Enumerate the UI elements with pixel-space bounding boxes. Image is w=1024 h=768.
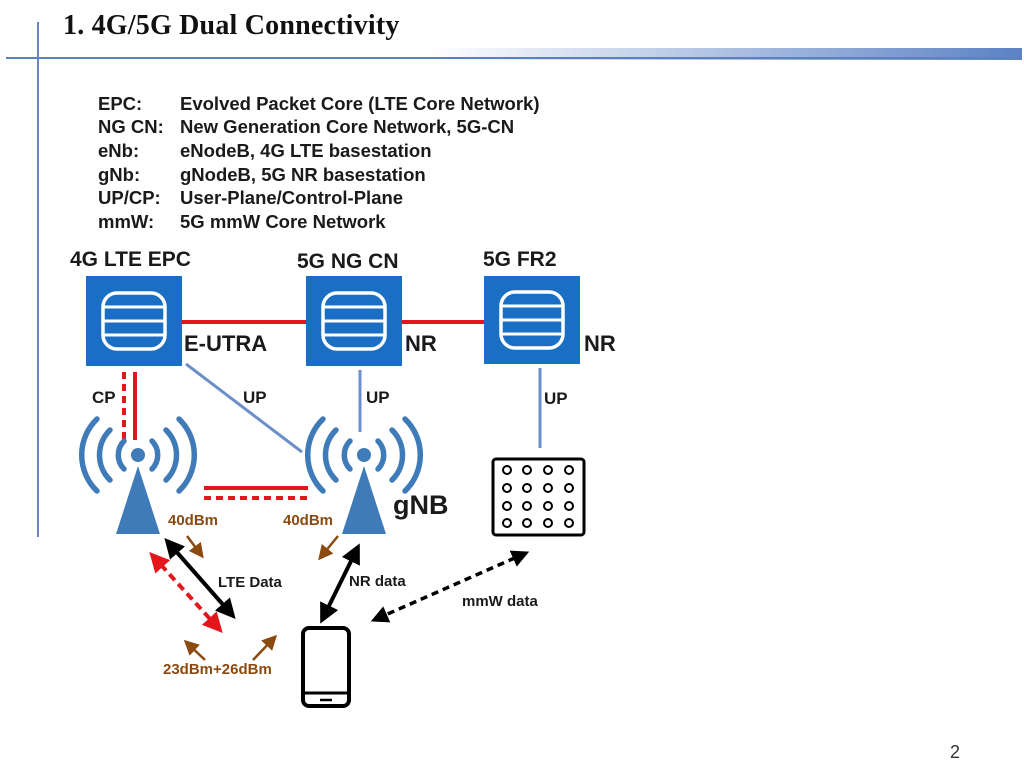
enb-power-pointer bbox=[186, 535, 204, 559]
slide-title: 1. 4G/5G Dual Connectivity bbox=[63, 10, 400, 41]
lte-uplink-arrow-dashed bbox=[149, 552, 223, 633]
ng-cn-label: 5G NG CN bbox=[297, 250, 399, 273]
fr2-label: 5G FR2 bbox=[483, 248, 557, 271]
page-number: 2 bbox=[950, 742, 961, 762]
ue-power-pointer-left bbox=[183, 639, 206, 661]
up-label-fr2: UP bbox=[544, 389, 568, 408]
server-icon bbox=[484, 276, 580, 364]
ue-power-pointer-right bbox=[252, 634, 278, 661]
gnb-tower-icon bbox=[304, 416, 424, 534]
ue-power-label: 23dBm+26dBm bbox=[163, 661, 272, 678]
gnb-label: gNB bbox=[393, 490, 449, 520]
legend-definition: eNodeB, 4G LTE basestation bbox=[180, 139, 432, 161]
lte-epc-label: 4G LTE EPC bbox=[70, 248, 191, 271]
fr2-nr-interface-label: NR bbox=[584, 331, 616, 356]
nr-interface-label: NR bbox=[405, 331, 437, 356]
legend-row-mmw: mmW: 5G mmW Core Network bbox=[98, 210, 539, 234]
title-rule-gradient bbox=[430, 48, 1022, 60]
nr-data-arrow bbox=[320, 543, 360, 624]
mmw-array-icon bbox=[491, 457, 586, 537]
legend-term: mmW: bbox=[98, 210, 155, 232]
gnb-power-label: 40dBm bbox=[283, 512, 334, 529]
mmw-data-arrow bbox=[370, 550, 530, 623]
legend-term: EPC: bbox=[98, 92, 143, 114]
legend-term: eNb: bbox=[98, 139, 140, 161]
lte-data-label: LTE Data bbox=[218, 574, 282, 591]
e-utra-interface-label: E-UTRA bbox=[184, 331, 268, 356]
legend-definition: New Generation Core Network, 5G-CN bbox=[180, 116, 515, 138]
acronym-legend: EPC: Evolved Packet Core (LTE Core Netwo… bbox=[98, 92, 539, 234]
up-label-epc: UP bbox=[243, 388, 267, 407]
enb-power-label: 40dBm bbox=[168, 512, 219, 529]
nr-data-label: NR data bbox=[349, 573, 406, 590]
legend-term: UP/CP: bbox=[98, 187, 161, 209]
legend-definition: User-Plane/Control-Plane bbox=[180, 187, 404, 209]
legend-definition: gNodeB, 5G NR basestation bbox=[180, 163, 426, 185]
server-icon bbox=[86, 276, 182, 366]
cp-label: CP bbox=[92, 388, 116, 407]
legend-definition: 5G mmW Core Network bbox=[180, 210, 386, 232]
legend-row-epc: EPC: Evolved Packet Core (LTE Core Netwo… bbox=[98, 92, 539, 116]
legend-term: NG CN: bbox=[98, 116, 164, 138]
enb-tower-icon bbox=[78, 416, 198, 534]
up-link-epc-gnb bbox=[185, 362, 303, 454]
legend-row-enb: eNb: eNodeB, 4G LTE basestation bbox=[98, 139, 539, 163]
legend-row-upcp: UP/CP: User-Plane/Control-Plane bbox=[98, 186, 539, 210]
legend-row-gnb: gNb: gNodeB, 5G NR basestation bbox=[98, 163, 539, 187]
left-margin-rule bbox=[37, 22, 39, 537]
mmw-data-label: mmW data bbox=[462, 593, 538, 610]
server-icon bbox=[306, 276, 402, 366]
legend-row-ngcn: NG CN: New Generation Core Network, 5G-C… bbox=[98, 116, 539, 140]
up-label-ngcn: UP bbox=[366, 388, 390, 407]
gnb-power-pointer bbox=[318, 535, 339, 561]
legend-term: gNb: bbox=[98, 163, 141, 185]
smartphone-icon bbox=[301, 626, 351, 708]
legend-definition: Evolved Packet Core (LTE Core Network) bbox=[180, 92, 540, 114]
